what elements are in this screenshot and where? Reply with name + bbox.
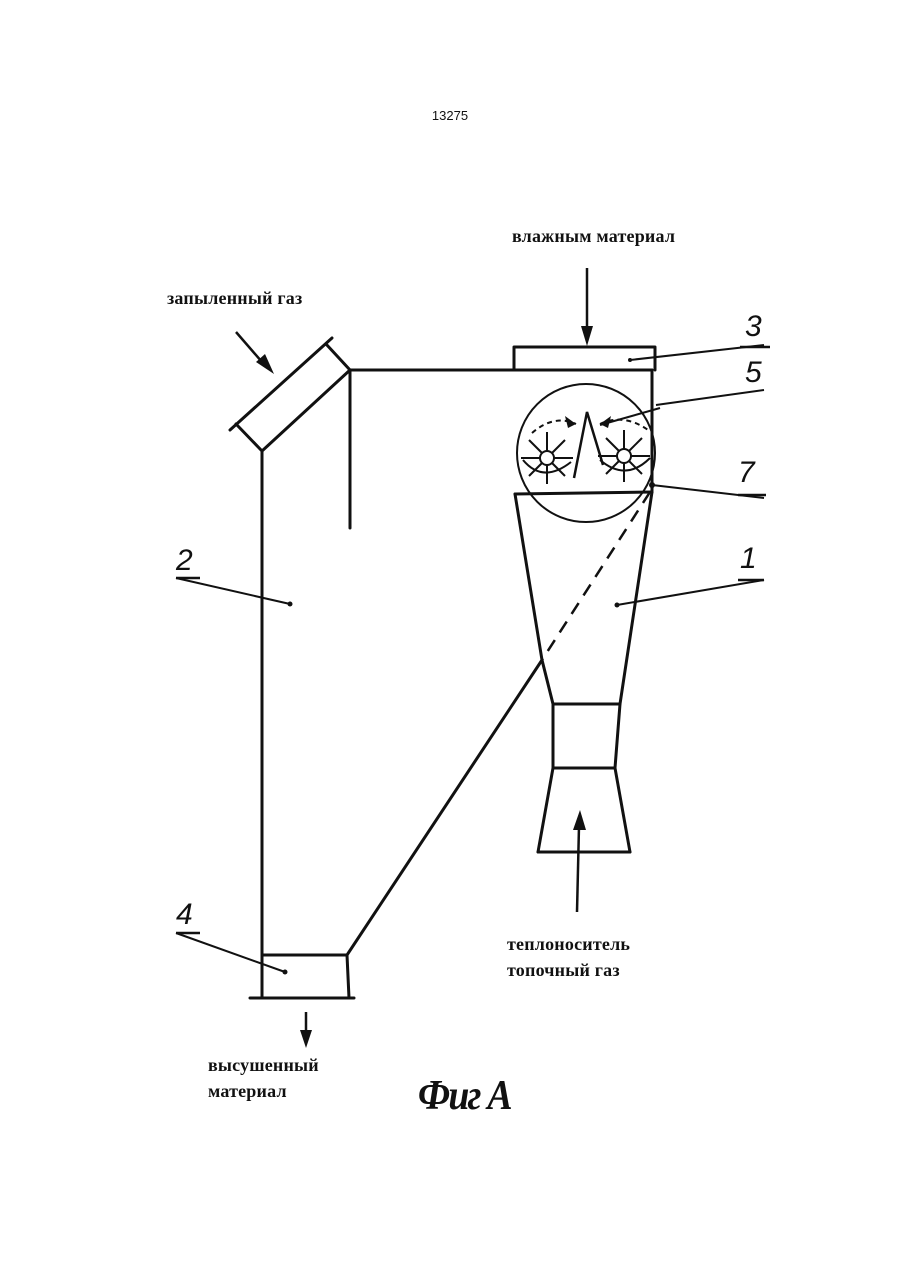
part-number-4: 4 <box>176 900 193 930</box>
dried-material-arrow <box>300 1012 312 1048</box>
label-dusty-gas: запыленный газ <box>167 288 302 309</box>
label-dried-1: высушенный <box>208 1055 319 1076</box>
leader-lines <box>176 345 764 972</box>
label-heat-carrier-1: теплоноситель <box>507 934 630 955</box>
central-splitter <box>574 412 603 478</box>
part-number-7: 7 <box>738 458 755 488</box>
rotor-right <box>598 430 650 482</box>
rotor-detail-circle <box>517 384 655 522</box>
discharge-outlet-4 <box>250 955 354 998</box>
dusty-gas-arrow <box>236 332 274 374</box>
flow-arrows <box>236 268 593 1048</box>
label-dried-2: материал <box>208 1081 287 1102</box>
part-number-3: 3 <box>745 312 762 342</box>
label-wet-material: влажным материал <box>512 226 675 247</box>
part-number-2: 2 <box>176 546 193 576</box>
figure-caption: Фиг А <box>418 1072 511 1120</box>
rotor-left <box>521 432 573 484</box>
gas-outlet-nozzle <box>230 338 350 451</box>
part-number-5: 5 <box>745 358 762 388</box>
part-number-1: 1 <box>740 544 757 574</box>
heat-carrier-arrow <box>573 810 586 912</box>
label-heat-carrier-2: топочный газ <box>507 960 620 981</box>
wet-material-arrow <box>581 268 593 346</box>
drying-chamber-2 <box>262 370 652 998</box>
